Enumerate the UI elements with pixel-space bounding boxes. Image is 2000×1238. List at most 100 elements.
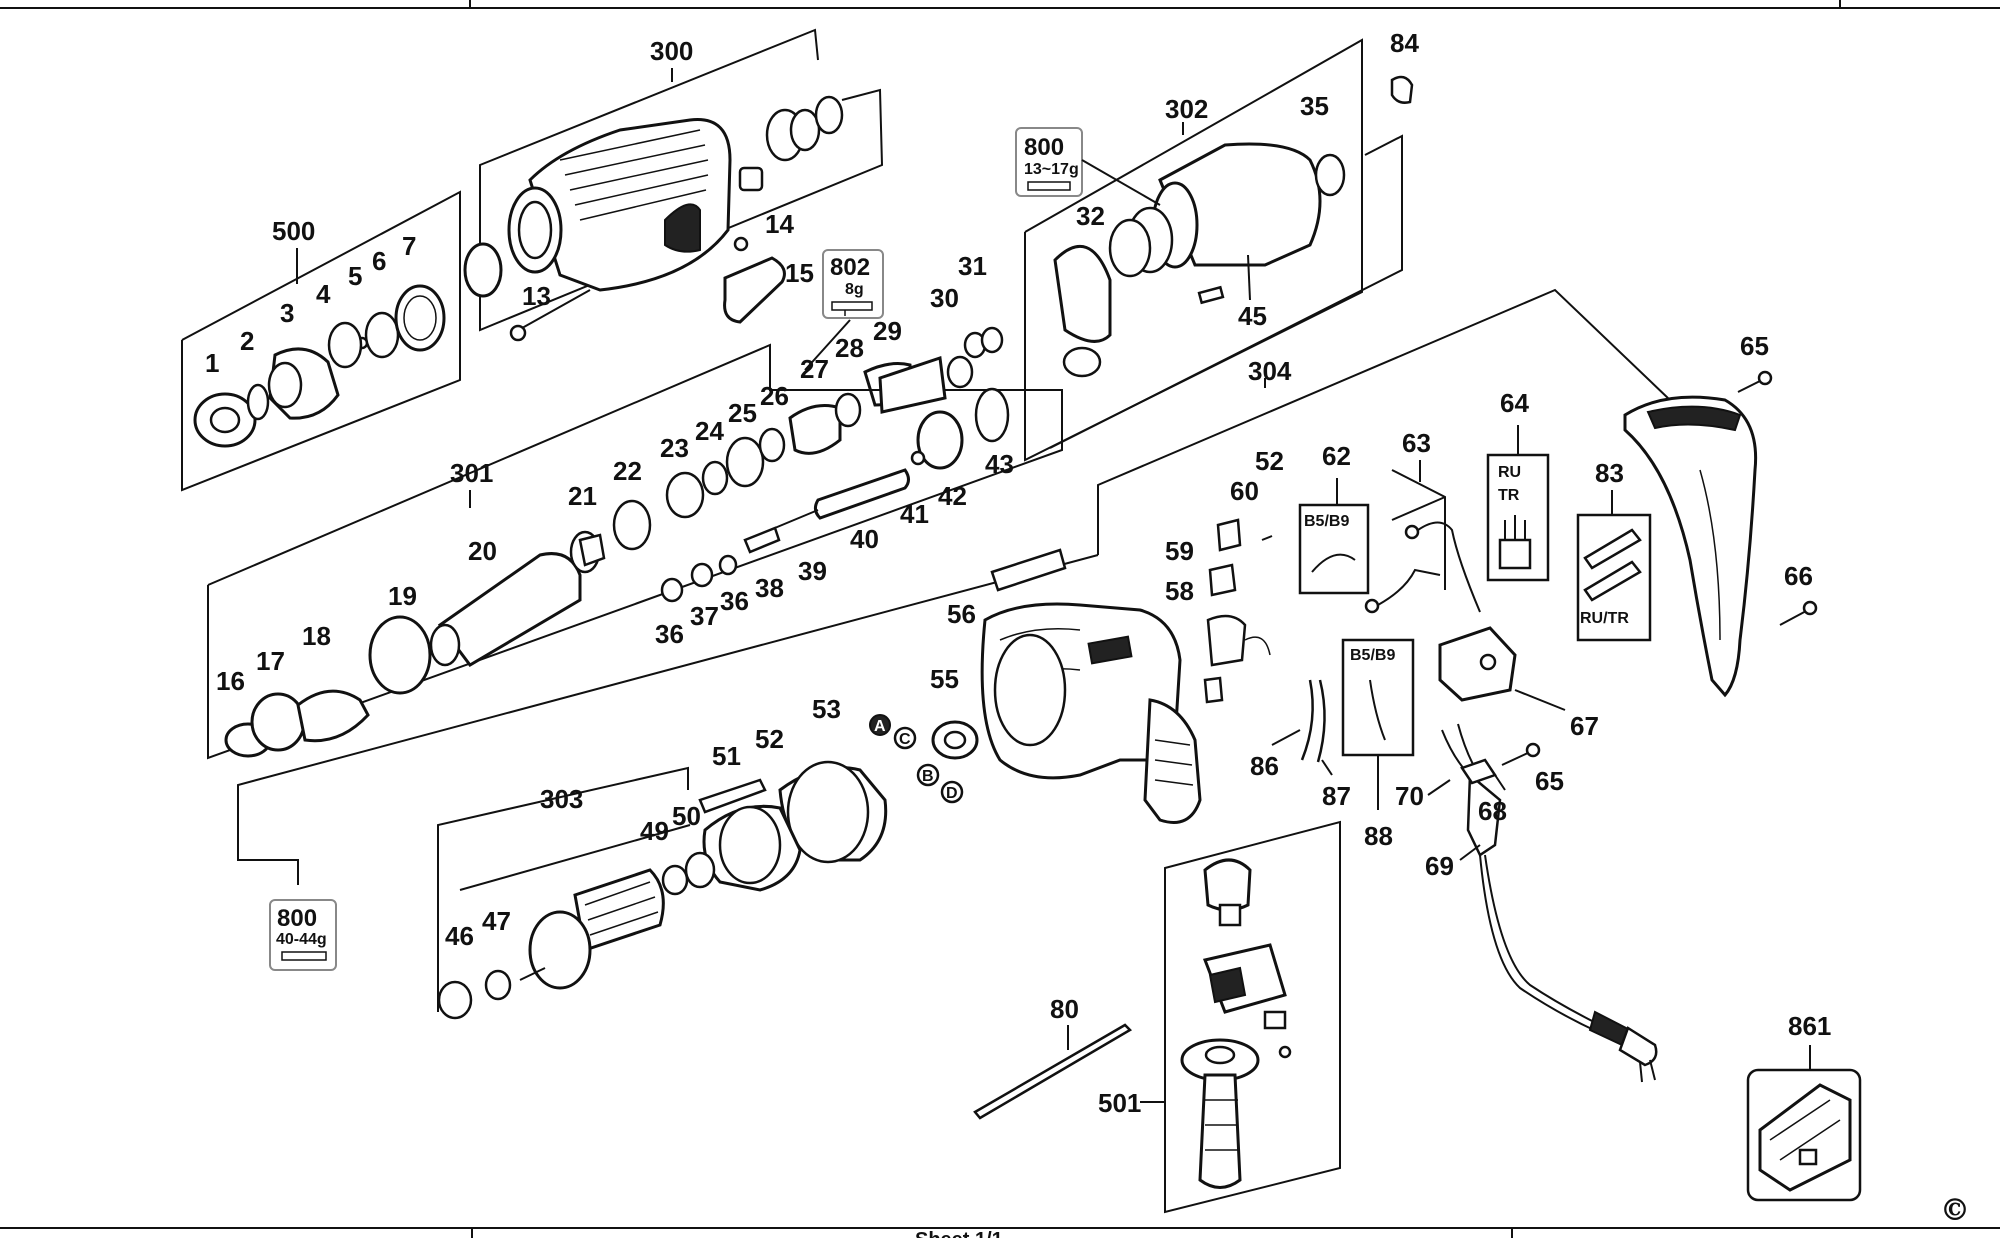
label-part-26: 26 [760,381,789,411]
chuck-parts [193,284,446,448]
part-8-ring [463,242,503,298]
label-part-24: 24 [695,416,724,446]
label-part-501: 501 [1098,1088,1141,1118]
label-part-22: 22 [613,456,642,486]
part-65-screw-lower [1501,742,1541,766]
label-part-80: 80 [1050,994,1079,1024]
label-part-84: 84 [1390,28,1419,58]
svg-text:40-44g: 40-44g [276,931,327,948]
rear-handle-part [1623,395,1758,698]
motor-housing-part [980,518,1273,824]
group-304-bracket [237,288,1671,885]
label-part-66: 66 [1784,561,1813,591]
label-part-58: 58 [1165,576,1194,606]
gear-housing-part [1053,75,1414,378]
label-part-55: 55 [930,664,959,694]
svg-text:802: 802 [830,254,870,281]
variant-box-83: RU/TR [1576,490,1652,642]
label-part-46: 46 [445,921,474,951]
label-part-36-b: 36 [655,619,684,649]
label-part-69: 69 [1425,851,1454,881]
svg-text:B5/B9: B5/B9 [1304,513,1349,530]
label-group-300: 300 [650,36,693,66]
variant-box-62: B5/B9 [1298,478,1370,595]
label-part-42: 42 [938,481,967,511]
label-part-65-b: 65 [1535,766,1564,796]
label-part-88: 88 [1364,821,1393,851]
leader-69 [1459,844,1481,861]
label-part-83: 83 [1595,458,1624,488]
footer-title: Sheet 1/1 [915,1229,1003,1238]
label-part-47: 47 [482,906,511,936]
label-part-51: 51 [712,741,741,771]
svg-text:B5/B9: B5/B9 [1350,647,1395,664]
label-part-28: 28 [835,333,864,363]
svg-text:TR: TR [1498,487,1520,504]
label-part-64: 64 [1500,388,1529,418]
label-part-36-a: 36 [720,586,749,616]
label-part-53: 53 [812,694,841,724]
part-55-bearing [931,720,979,760]
variant-box-63 [1364,460,1481,614]
part-65-screw-upper [1737,370,1773,393]
svg-text:B: B [922,768,934,785]
label-part-1: 1 [205,348,219,378]
svg-text:D: D [946,785,958,802]
label-part-63: 63 [1402,428,1431,458]
label-part-59: 59 [1165,536,1194,566]
label-part-45: 45 [1238,301,1267,331]
label-group-302: 302 [1165,94,1208,124]
grease-tag-802: 802 8g [804,249,884,371]
hammer-mechanism-parts [224,355,1010,758]
label-part-16: 16 [216,666,245,696]
label-part-68: 68 [1478,796,1507,826]
svg-text:©: © [1940,1193,1970,1228]
variant-box-88: B5/B9 [1341,638,1415,810]
label-part-18: 18 [302,621,331,651]
label-group-304: 304 [1248,356,1292,386]
label-part-27: 27 [800,354,829,384]
label-group-500: 500 [272,216,315,246]
label-part-861: 861 [1788,1011,1831,1041]
grease-tag-800-lower: 800 40-44g [269,899,337,971]
label-part-21: 21 [568,481,597,511]
label-part-14: 14 [765,209,794,239]
part-68-clamp [1460,758,1506,791]
label-part-32: 32 [1076,201,1105,231]
svg-text:RU/TR: RU/TR [1580,610,1629,627]
group-301-bracket [207,343,1063,760]
power-cable-part [1441,723,1658,1083]
svg-text:A: A [874,718,886,735]
group-500-bracket [181,190,461,492]
part-80-bit [973,1023,1133,1120]
group-300-bracket [479,28,884,332]
label-part-38: 38 [755,573,784,603]
svg-text:800: 800 [1024,134,1064,161]
svg-text:13~17g: 13~17g [1024,161,1079,178]
grease-tag-800-upper: 800 13~17g [1015,127,1161,206]
label-part-41: 41 [900,499,929,529]
label-part-25: 25 [728,398,757,428]
label-part-13: 13 [522,281,551,311]
parts-86-87-sleeves [1271,679,1333,776]
label-part-31: 31 [958,251,987,281]
label-part-29: 29 [873,316,902,346]
svg-text:300: 300 [650,36,693,66]
svg-text:RU: RU [1498,464,1521,481]
label-part-35: 35 [1300,91,1329,121]
label-part-60: 60 [1230,476,1259,506]
part-66-screw [1779,600,1818,626]
label-part-17: 17 [256,646,285,676]
group-302-bracket [1024,38,1403,462]
variant-box-64: RU TR [1486,425,1550,582]
wire-markers: A C B D [869,714,964,804]
label-part-70: 70 [1395,781,1424,811]
label-part-15: 15 [785,258,814,288]
carry-case-861 [1746,1045,1862,1202]
label-part-62: 62 [1322,441,1351,471]
svg-text:800: 800 [277,905,317,932]
side-handle-part [1180,858,1292,1189]
label-part-40: 40 [850,524,879,554]
